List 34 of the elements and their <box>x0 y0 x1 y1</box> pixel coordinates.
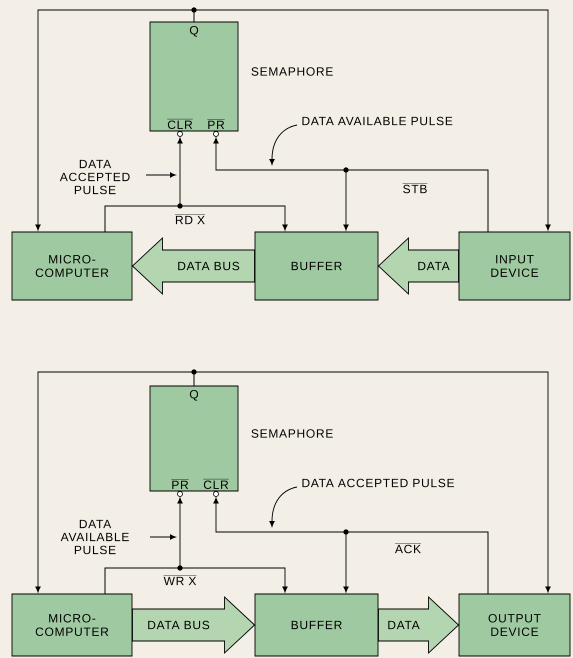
block-box: MICRO- COMPUTER <box>12 594 132 656</box>
arrow-label: DATA <box>388 620 420 630</box>
signal-label: DATA ACCEPTED PULSE <box>302 478 454 488</box>
signal-label: DATA AVAILABLE PULSE <box>302 116 452 126</box>
signal-label: DATA AVAILABLE PULSE <box>60 520 129 554</box>
signal-line <box>35 10 194 230</box>
signal-line <box>343 532 488 594</box>
signal-label: WR X <box>163 575 197 586</box>
signal-label: RD X <box>174 214 206 224</box>
signal-label: ACK <box>394 543 422 554</box>
block-box: OUTPUT DEVICE <box>458 594 570 656</box>
signal-label: DATA ACCEPTED PULSE <box>60 160 130 194</box>
wide-arrow <box>378 596 460 654</box>
signal-line <box>104 138 183 232</box>
box-caption: SEMAPHORE <box>251 429 333 438</box>
arrow-label: DATA BUS <box>178 262 240 270</box>
semaphore-box: Q PR CLR <box>150 386 238 497</box>
signal-line <box>343 170 488 232</box>
wide-arrow <box>132 236 255 296</box>
wide-arrow <box>132 596 256 654</box>
arrow-label: DATA BUS <box>148 620 210 630</box>
signal-line <box>35 372 194 592</box>
wide-arrow <box>378 236 459 296</box>
signal-line <box>194 10 551 230</box>
block-box: BUFFER <box>254 232 378 300</box>
block-box: INPUT DEVICE <box>458 232 570 300</box>
arrow-label: DATA <box>418 262 450 270</box>
block-box: BUFFER <box>254 594 378 656</box>
block-box: MICRO- COMPUTER <box>12 232 132 300</box>
semaphore-box: Q CLR PR <box>150 22 238 137</box>
signal-line <box>194 372 551 592</box>
box-caption: SEMAPHORE <box>251 67 333 76</box>
signal-line <box>104 498 183 594</box>
signal-label: STB <box>402 183 428 194</box>
